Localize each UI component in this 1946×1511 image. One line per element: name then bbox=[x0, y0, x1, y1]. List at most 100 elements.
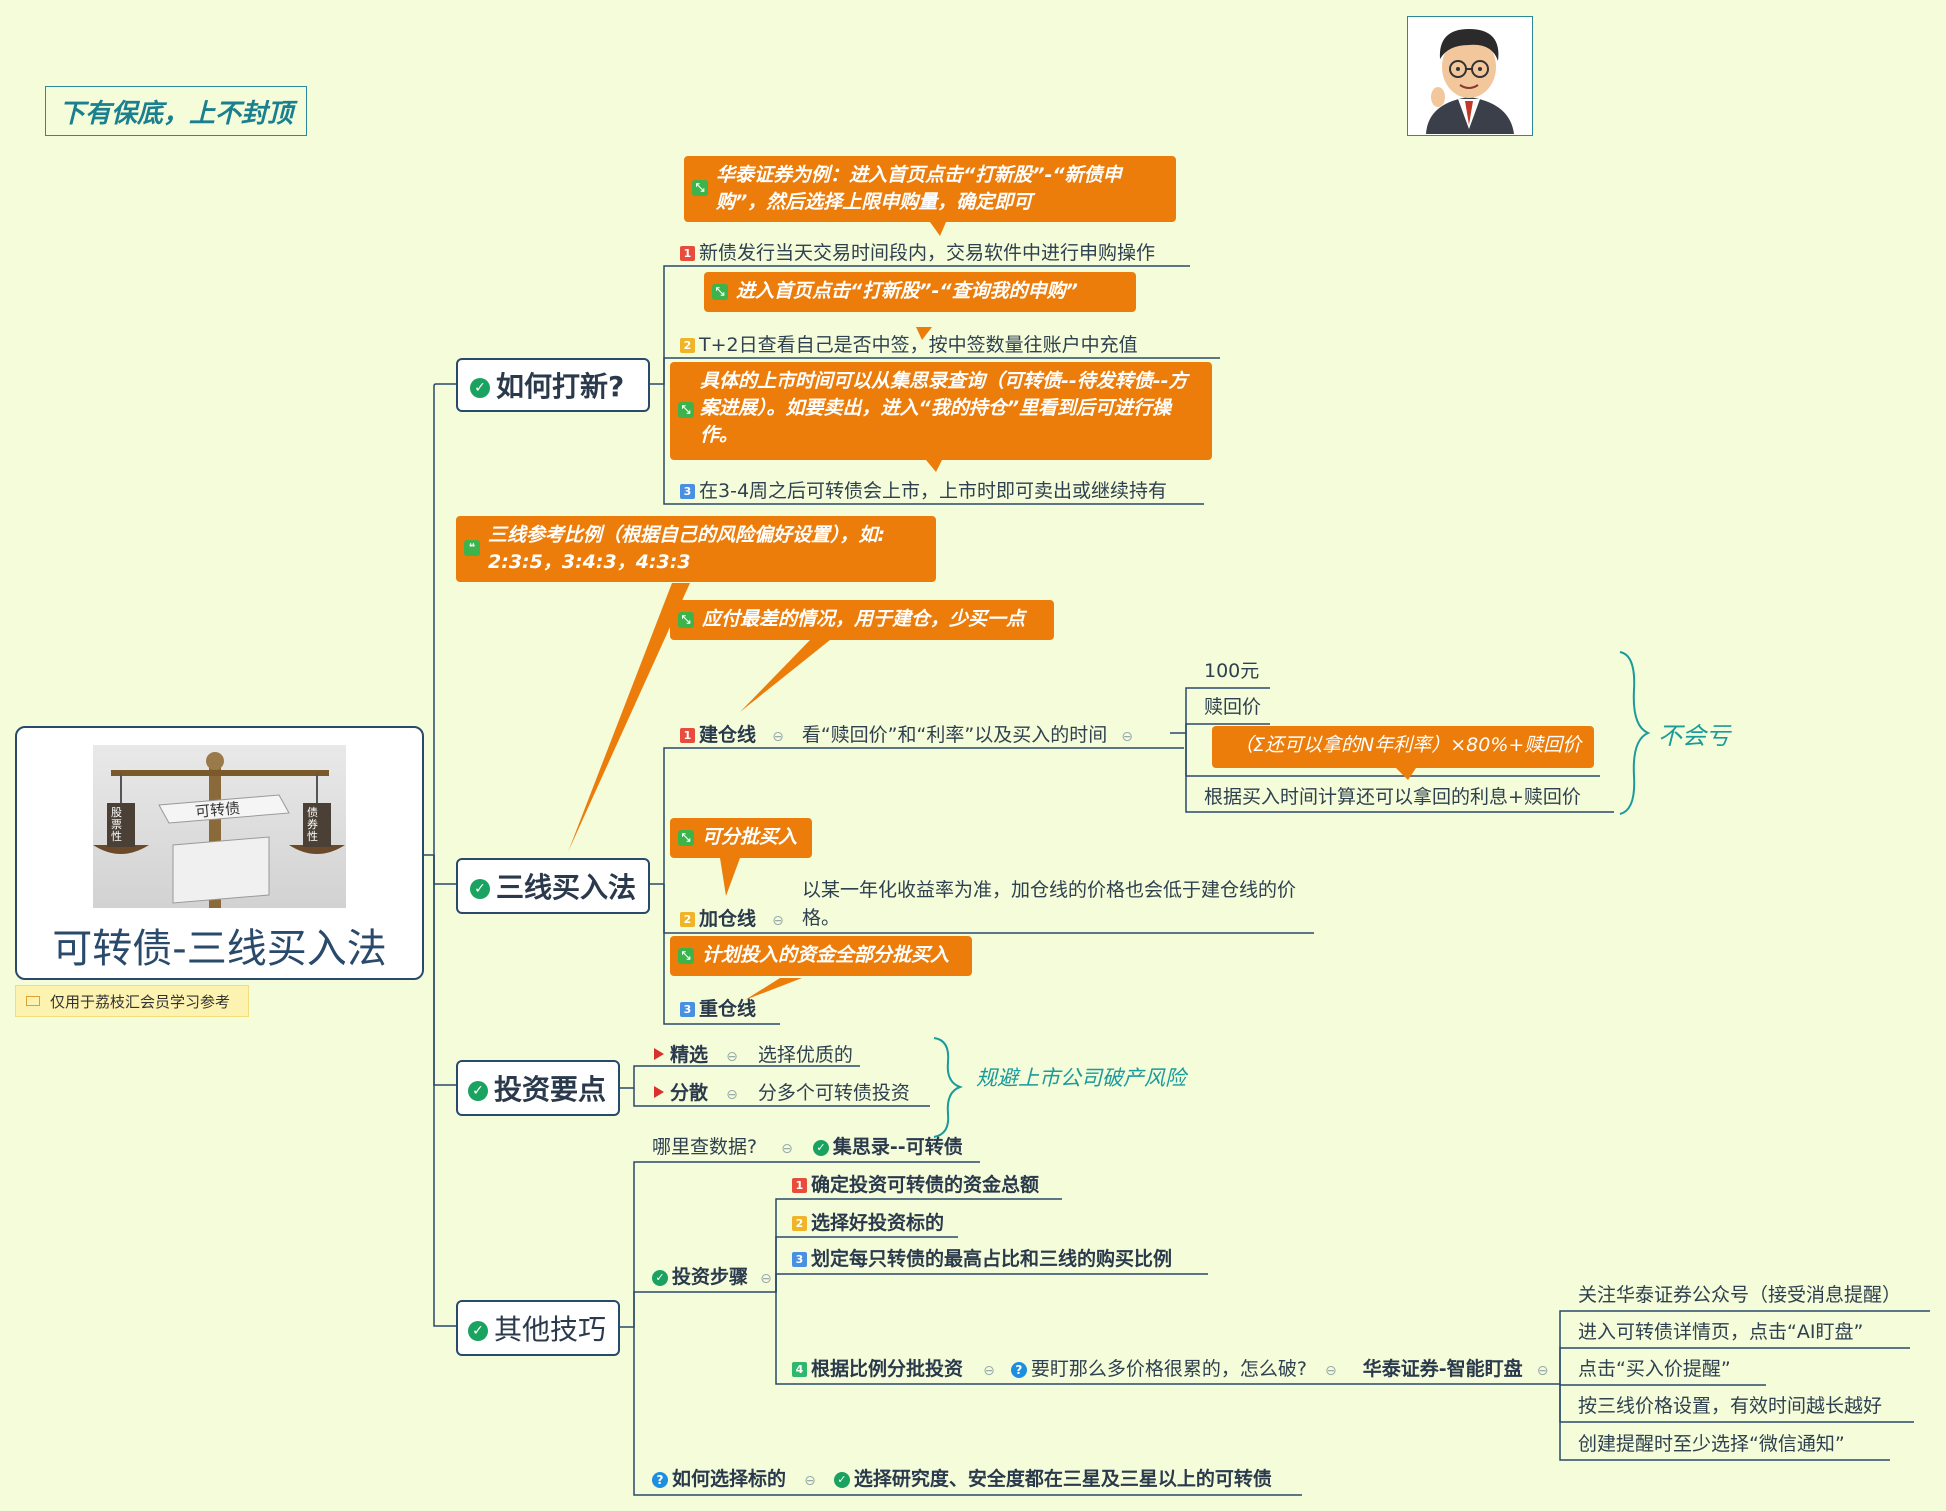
branch-key-points[interactable]: ✓投资要点 bbox=[456, 1060, 620, 1116]
collapse-icon[interactable]: ⊖ bbox=[781, 1141, 793, 1157]
branch-three-line-method[interactable]: ✓ 三线买入法 bbox=[456, 858, 650, 914]
build-line-label: 建仓线 bbox=[699, 724, 757, 746]
priority-1-icon: 1 bbox=[680, 728, 695, 743]
collapse-icon[interactable]: ⊖ bbox=[1121, 729, 1133, 745]
choose-target-node[interactable]: ?如何选择标的 ⊖ ✓选择研究度、安全度都在三星及三星以上的可转债 bbox=[652, 1464, 1272, 1491]
answer-step-3[interactable]: 点击“买入价提醒” bbox=[1578, 1358, 1731, 1380]
branch-other-tips[interactable]: ✓其他技巧 bbox=[456, 1300, 620, 1356]
collapse-icon[interactable]: ⊖ bbox=[1536, 1363, 1549, 1379]
priority-1-icon: 1 bbox=[792, 1178, 807, 1193]
point-select[interactable]: 精选 ⊖ 选择优质的 bbox=[654, 1040, 853, 1067]
point-diversify[interactable]: 分散 ⊖ 分多个可转债投资 bbox=[654, 1078, 910, 1105]
answer-step-1[interactable]: 关注华泰证券公众号（接受消息提醒） bbox=[1578, 1284, 1902, 1306]
question-icon: ? bbox=[1010, 1362, 1027, 1378]
central-topic[interactable]: 可转债 股票性 债券性 可转债-三线买入法 bbox=[15, 726, 424, 980]
priority-2-icon: 2 bbox=[680, 338, 695, 353]
choose-question: 如何选择标的 bbox=[672, 1468, 787, 1490]
check-icon: ✓ bbox=[812, 1139, 829, 1156]
add-line-desc[interactable]: 以某一年化收益率为准，加仓线的价格也会低于建仓线的价格。 bbox=[802, 879, 1297, 929]
expand-icon: ⤡ bbox=[678, 612, 694, 628]
slogan-box: 下有保底，上不封顶 bbox=[45, 86, 307, 136]
callout-text: 三线参考比例（根据自己的风险偏好设置），如: 2:3:5，3:4:3，4:3:3 bbox=[488, 524, 886, 573]
no-loss-note: 不会亏 bbox=[1658, 722, 1730, 750]
sub-calc-by-time[interactable]: 根据买入时间计算还可以拿回的利息+赎回价 bbox=[1204, 786, 1581, 808]
callout-all-in[interactable]: ⤡ 计划投入的资金全部分批买入 bbox=[670, 936, 972, 976]
callout-text: 具体的上市时间可以从集思录查询（可转债--待发转债--方案进展）。如要卖出，进入… bbox=[700, 370, 1188, 446]
answer-step-4[interactable]: 按三线价格设置，有效时间越长越好 bbox=[1578, 1395, 1883, 1417]
step-text: 确定投资可转债的资金总额 bbox=[811, 1174, 1040, 1196]
sub-redemption-price[interactable]: 赎回价 bbox=[1204, 696, 1262, 718]
callout-query-subscription[interactable]: ⤡ 进入首页点击“打新股”-“查询我的申购” bbox=[704, 272, 1136, 312]
answer-step-5[interactable]: 创建提醒时至少选择“微信通知” bbox=[1578, 1433, 1845, 1455]
bankruptcy-risk-note: 规避上市公司破产风险 bbox=[976, 1066, 1186, 1090]
priority-3-icon: 3 bbox=[680, 484, 695, 499]
invest-step-1[interactable]: 1 确定投资可转债的资金总额 bbox=[792, 1170, 1039, 1197]
callout-huatai-example[interactable]: ⤡ 华泰证券为例：进入首页点击“打新股”-“新债申购”，然后选择上限申购量，确定… bbox=[684, 156, 1176, 222]
callout-three-line-ratio[interactable]: ❝ 三线参考比例（根据自己的风险偏好设置），如: 2:3:5，3:4:3，4:3… bbox=[456, 516, 936, 582]
where-data-node[interactable]: 哪里查数据? ⊖ ✓集思录--可转债 bbox=[652, 1132, 963, 1159]
step-text: T+2日查看自己是否中签，按中签数量往账户中充值 bbox=[699, 334, 1138, 356]
note-icon bbox=[26, 996, 40, 1006]
step-2-check-allotment[interactable]: 2 T+2日查看自己是否中签，按中签数量往账户中充值 bbox=[680, 330, 1138, 357]
answer-step-2[interactable]: 进入可转债详情页，点击“AI盯盘” bbox=[1578, 1321, 1864, 1343]
steps-label: 投资步骤 bbox=[672, 1266, 749, 1288]
sub-100[interactable]: 100元 bbox=[1204, 660, 1260, 682]
branch-how-to-subscribe[interactable]: ✓如何打新? bbox=[456, 358, 650, 412]
check-icon: ✓ bbox=[470, 879, 490, 899]
collapse-icon[interactable]: ⊖ bbox=[1324, 1363, 1337, 1379]
expand-icon: ⤡ bbox=[678, 402, 694, 418]
where-label: 哪里查数据? bbox=[652, 1136, 758, 1158]
collapse-icon[interactable]: ⊖ bbox=[760, 1271, 772, 1287]
cartoon-man-icon bbox=[1426, 29, 1514, 134]
step-text: 新债发行当天交易时间段内，交易软件中进行申购操作 bbox=[699, 242, 1156, 264]
heavy-line-label: 重仓线 bbox=[699, 998, 757, 1020]
collapse-icon[interactable]: ⊖ bbox=[804, 1473, 816, 1489]
callout-text: 可分批买入 bbox=[702, 826, 798, 848]
collapse-icon[interactable]: ⊖ bbox=[983, 1363, 995, 1379]
branch-title: 如何打新? bbox=[496, 370, 625, 403]
right-weight-label: 债券性 bbox=[307, 806, 318, 843]
callout-build-line[interactable]: ⤡ 应付最差的情况，用于建仓，少买一点 bbox=[670, 600, 1054, 640]
check-icon: ✓ bbox=[652, 1269, 668, 1286]
point-label: 分散 bbox=[670, 1082, 709, 1104]
choose-answer: 选择研究度、安全度都在三星及三星以上的可转债 bbox=[853, 1468, 1272, 1490]
monitor-question: 要盯那么多价格很累的，怎么破? bbox=[1030, 1358, 1307, 1380]
expand-icon: ⤡ bbox=[712, 284, 728, 300]
central-note-text: 仅用于荔枝汇会员学习参考 bbox=[50, 992, 231, 1011]
collapse-icon[interactable]: ⊖ bbox=[772, 729, 784, 745]
check-icon: ✓ bbox=[468, 1321, 488, 1341]
invest-steps-node[interactable]: ✓投资步骤 ⊖ bbox=[652, 1262, 772, 1289]
collapse-icon[interactable]: ⊖ bbox=[726, 1049, 738, 1065]
question-icon: ? bbox=[652, 1472, 668, 1488]
add-line-label: 加仓线 bbox=[699, 908, 757, 930]
quote-icon: ❝ bbox=[464, 540, 480, 556]
central-note: 仅用于荔枝汇会员学习参考 bbox=[15, 985, 249, 1017]
priority-2-icon: 2 bbox=[680, 912, 695, 927]
avatar bbox=[1407, 16, 1533, 136]
banner-label: 可转债 bbox=[194, 799, 241, 821]
callout-text: 华泰证券为例：进入首页点击“打新股”-“新债申购”，然后选择上限申购量，确定即可 bbox=[716, 164, 1122, 213]
collapse-icon[interactable]: ⊖ bbox=[772, 913, 784, 929]
point-desc: 分多个可转债投资 bbox=[757, 1082, 910, 1104]
callout-listing-time[interactable]: ⤡ 具体的上市时间可以从集思录查询（可转债--待发转债--方案进展）。如要卖出，… bbox=[670, 362, 1212, 460]
monitor-answer: 华泰证券-智能盯盘 bbox=[1362, 1358, 1523, 1380]
scale-illustration: 可转债 股票性 债券性 bbox=[93, 745, 346, 908]
collapse-icon[interactable]: ⊖ bbox=[726, 1087, 738, 1103]
branch-title: 投资要点 bbox=[494, 1073, 607, 1106]
expand-icon: ⤡ bbox=[678, 948, 694, 964]
central-title: 可转债-三线买入法 bbox=[52, 926, 387, 972]
point-label: 精选 bbox=[670, 1044, 709, 1066]
callout-batch-buy[interactable]: ⤡ 可分批买入 bbox=[670, 818, 812, 858]
branch-title: 三线买入法 bbox=[496, 871, 637, 904]
add-line-node[interactable]: 2 加仓线 ⊖ bbox=[680, 904, 784, 931]
callout-text: 进入首页点击“打新股”-“查询我的申购” bbox=[736, 280, 1078, 302]
callout-formula[interactable]: （Σ还可以拿的N年利率）×80%+赎回价 bbox=[1212, 726, 1594, 768]
